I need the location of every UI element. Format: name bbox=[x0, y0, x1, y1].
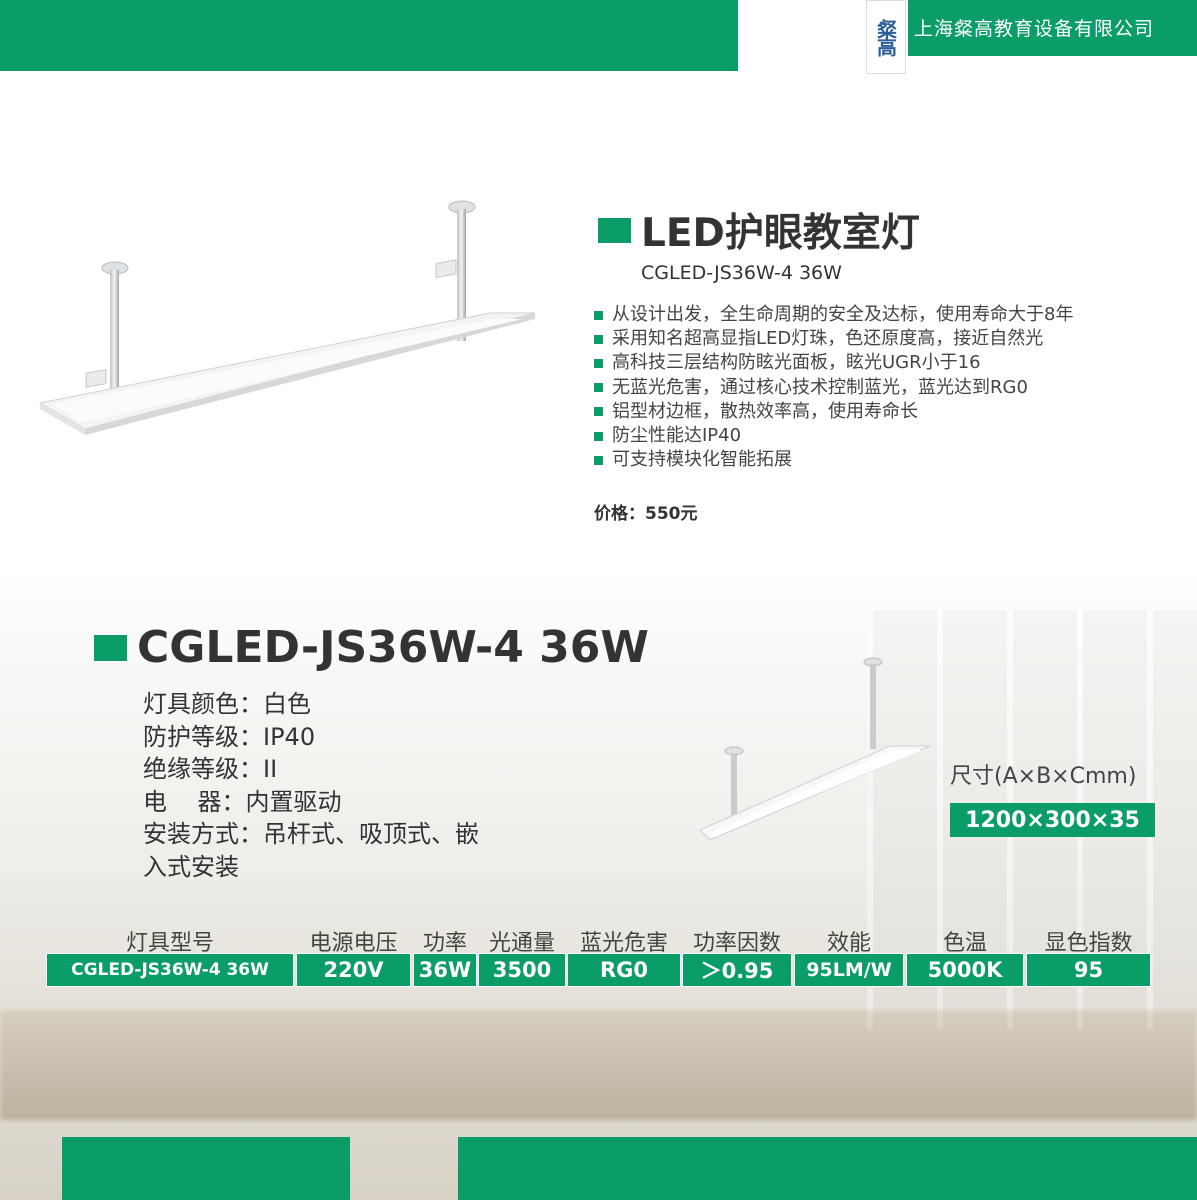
feature-item: 可支持模块化智能拓展 bbox=[594, 448, 1073, 472]
table-header: 效能 bbox=[826, 931, 871, 956]
spec-list: 灯具颜色：白色 防护等级：IP40 绝缘等级：II 电 器：内置驱动 安装方式：… bbox=[143, 688, 553, 883]
price: 价格：550元 bbox=[594, 504, 698, 524]
table-header: 功率 bbox=[422, 931, 467, 956]
feature-item: 无蓝光危害，通过核心技术控制蓝光，蓝光达到RG0 bbox=[594, 376, 1073, 400]
feature-item: 高科技三层结构防眩光面板，眩光UGR小于16 bbox=[594, 351, 1073, 375]
bullet-icon bbox=[594, 383, 603, 393]
company-name: 上海粲高教育设备有限公司 bbox=[914, 18, 1155, 40]
lamp-dimension-image bbox=[699, 657, 931, 841]
table-header: 功率因数 bbox=[692, 931, 781, 956]
table-header: 蓝光危害 bbox=[579, 931, 668, 956]
bullet-icon bbox=[594, 431, 603, 441]
spec-item: 灯具颜色：白色 bbox=[143, 690, 311, 718]
table-header: 灯具型号 bbox=[125, 931, 214, 956]
size-value: 1200×300×35 bbox=[950, 803, 1155, 837]
bullet-icon bbox=[594, 455, 603, 465]
table-cell: RG0 bbox=[567, 953, 681, 987]
table-header: 色温 bbox=[942, 931, 987, 956]
title-bullet-icon bbox=[94, 634, 127, 661]
spec-item: 绝缘等级：II bbox=[143, 755, 278, 783]
spec-item: 防护等级：IP40 bbox=[143, 722, 316, 751]
table-header: 光通量 bbox=[488, 931, 555, 956]
spec-item: 电 器：内置驱动 bbox=[143, 787, 342, 816]
table-cell: 3500 bbox=[478, 953, 566, 987]
bullet-icon bbox=[594, 310, 603, 320]
desk-background bbox=[0, 1010, 1197, 1120]
table-header: 电源电压 bbox=[309, 931, 398, 956]
table-cell: ＞0.95 bbox=[682, 953, 792, 987]
bottom-green-bar-left bbox=[62, 1137, 350, 1200]
table-cell: 95LM/W bbox=[794, 953, 904, 987]
detail-title: CGLED-JS36W-4 36W bbox=[94, 622, 649, 673]
classroom-background bbox=[0, 570, 1197, 1200]
company-logo: 粲高 bbox=[866, 0, 906, 74]
product-title-text: LED护眼教室灯 bbox=[641, 211, 920, 256]
logo-text: 粲高 bbox=[873, 19, 898, 55]
feature-item: 采用知名超高显指LED灯珠，色还原度高，接近自然光 bbox=[594, 327, 1073, 351]
table-cell: 95 bbox=[1026, 953, 1151, 987]
bottom-green-bar-right bbox=[458, 1137, 1197, 1200]
detail-title-text: CGLED-JS36W-4 36W bbox=[137, 622, 649, 673]
table-cell: CGLED-JS36W-4 36W bbox=[46, 953, 294, 987]
top-green-bar-left bbox=[0, 0, 738, 71]
size-label: 尺寸(A×B×Cmm) bbox=[950, 764, 1137, 789]
product-title: LED护眼教室灯 bbox=[598, 202, 920, 258]
bullet-icon bbox=[594, 359, 603, 368]
feature-item: 铝型材边框，散热效率高，使用寿命长 bbox=[594, 400, 1073, 424]
table-header: 显色指数 bbox=[1044, 931, 1133, 956]
table-cell: 220V bbox=[296, 953, 411, 987]
top-green-bar-right bbox=[908, 0, 1197, 56]
table-cell: 36W bbox=[413, 953, 477, 987]
bullet-icon bbox=[594, 407, 603, 417]
feature-item: 防尘性能达IP40 bbox=[594, 424, 1073, 448]
feature-item: 从设计出发，全生命周期的安全及达标，使用寿命大于8年 bbox=[594, 303, 1073, 327]
table-cell: 5000K bbox=[906, 953, 1024, 987]
feature-list: 从设计出发，全生命周期的安全及达标，使用寿命大于8年 采用知名超高显指LED灯珠… bbox=[594, 303, 1073, 472]
bullet-icon bbox=[594, 334, 603, 344]
hanging-lamp-image bbox=[38, 200, 536, 435]
title-bullet-icon bbox=[598, 217, 631, 243]
product-model: CGLED-JS36W-4 36W bbox=[641, 262, 842, 284]
spec-item: 安装方式：吊杆式、吸顶式、嵌 入式安装 bbox=[143, 820, 479, 881]
